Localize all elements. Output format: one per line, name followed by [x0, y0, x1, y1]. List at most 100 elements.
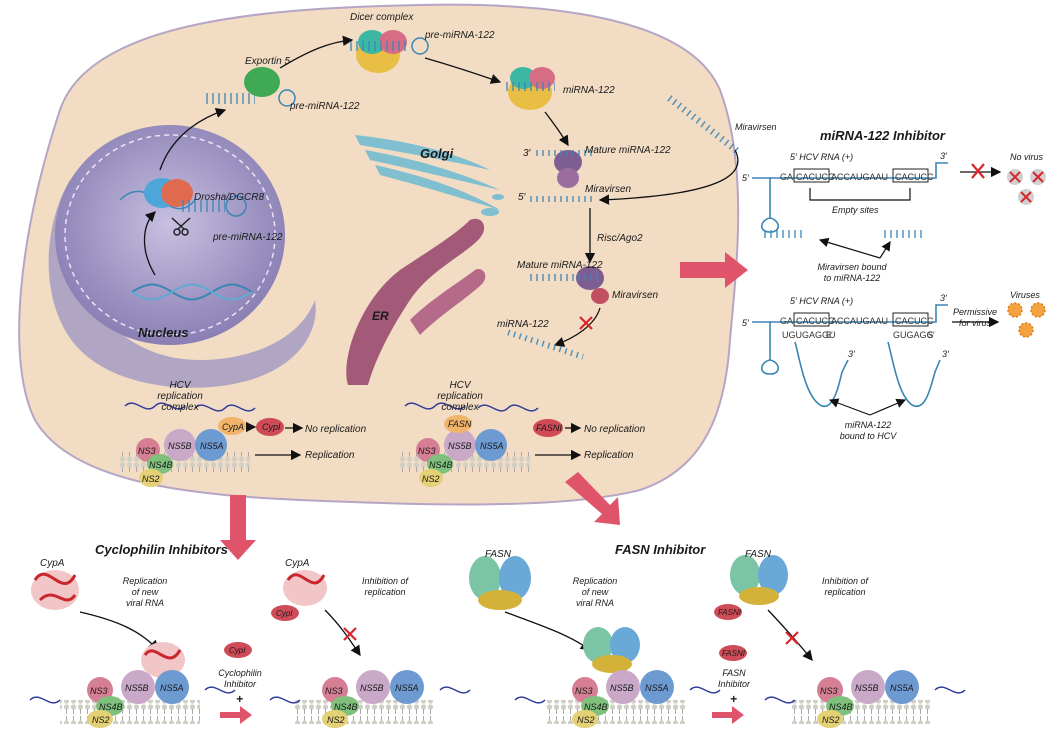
label-mirna-122: miRNA-122	[563, 85, 615, 96]
label-pre-mirna-left: pre-miRNA-122	[289, 101, 360, 112]
cypa-protein-1	[31, 570, 79, 610]
label-fasni-b2: FASNI	[718, 608, 742, 617]
seq-bound-left: UGUGAGGU	[782, 330, 836, 340]
label-ns2-b3: NS2	[577, 715, 595, 725]
seq-ga-1: GA	[780, 172, 793, 182]
scissors-icon	[171, 217, 191, 236]
label-ns5a-b3: NS5A	[645, 683, 669, 693]
dna-helix	[131, 283, 253, 301]
label-fasn: FASN	[448, 419, 472, 429]
label-risc: Risc/Ago2	[597, 233, 643, 244]
label-hcv-rna-2: 5′ HCV RNA (+)	[790, 296, 853, 306]
label-ns4b-b2: NS4B	[334, 702, 358, 712]
arrow-export-to-dicer	[279, 35, 354, 69]
fasn-protein-3	[730, 555, 788, 605]
seq-site1-2: CACUCC	[796, 316, 835, 326]
label-ns2-r: NS2	[422, 474, 440, 484]
cypi-pill-2	[271, 605, 299, 621]
arrow-miravirsen-in	[598, 149, 739, 205]
fasni-pill-2	[714, 604, 742, 620]
block-x-icon	[579, 316, 593, 330]
label-miravirsen-bound: Miravirsen	[612, 290, 659, 301]
label-ns4b-b1: NS4B	[99, 702, 123, 712]
label-mirna-released: miRNA-122	[497, 319, 549, 330]
cypi-pill-bottom	[224, 642, 252, 658]
arrow-mirna-to-mature	[544, 111, 569, 147]
ns-complex-bottom-1	[29, 670, 236, 728]
pink-arrow-right	[680, 252, 748, 288]
pink-arrow-down-left	[220, 495, 256, 560]
label-nucleus: Nucleus	[138, 325, 189, 340]
dicer-complex	[350, 30, 429, 73]
label-cypi: CypI	[262, 422, 281, 432]
ago-mature	[532, 150, 592, 188]
cyclo-title: Cyclophilin Inhibitors	[95, 542, 228, 557]
er-organelle	[346, 218, 486, 385]
label-ns5a-b4: NS5A	[890, 683, 914, 693]
arrow-inhibit-fasn	[767, 609, 813, 662]
pink-arrow-down-right	[565, 472, 620, 525]
seq-site2-1: CACUCC	[895, 172, 934, 182]
label-empty-sites: Empty sites	[832, 205, 879, 215]
label-pre-mirna-nuc: pre-miRNA-122	[212, 232, 283, 243]
seq-ga-2: GA	[780, 316, 793, 326]
label-five-2: 5′	[742, 318, 749, 328]
label-ns5a-b2: NS5A	[395, 683, 419, 693]
label-ns5b-l: NS5B	[168, 441, 192, 451]
seq-mid-2: ACCAUGAAU	[831, 316, 888, 326]
label-ns5a-r: NS5A	[480, 441, 504, 451]
label-ns4b-b3: NS4B	[584, 702, 608, 712]
label-ns3-l: NS3	[138, 446, 156, 456]
arrow-drosha-to-export	[159, 107, 227, 171]
arrow-fasn-to-ns	[504, 611, 592, 651]
label-ns2-b2: NS2	[327, 715, 345, 725]
seq-bound-right: GUGAGG	[893, 330, 934, 340]
label-ns5b-b4: NS5B	[855, 683, 879, 693]
label-five-prime: 5′	[518, 192, 527, 203]
seq-site2-2: CACUCC	[895, 316, 934, 326]
label-miravirsen-free: Miravirsen	[735, 122, 777, 132]
block-x-cyclo	[343, 627, 357, 641]
label-ns5b-b2: NS5B	[360, 683, 384, 693]
ns-complex-bottom-2	[269, 670, 471, 728]
miravirsen-free	[665, 93, 741, 155]
ns-complex-bottom-4	[764, 670, 966, 728]
small-pink-arrow-1	[220, 706, 252, 724]
cypa-protein-2	[141, 642, 185, 678]
label-miravirsen-strand: Miravirsen	[585, 184, 632, 195]
label-golgi: Golgi	[420, 146, 454, 161]
label-ns2-l: NS2	[142, 474, 160, 484]
label-ns5a-b1: NS5A	[160, 683, 184, 693]
label-ns4b-r: NS4B	[429, 460, 453, 470]
small-pink-arrow-2	[712, 706, 744, 724]
label-three-bound-1: 3′	[848, 349, 855, 359]
label-cypa-b1: CypA	[40, 558, 65, 569]
label-no-replication-r: No replication	[584, 424, 646, 435]
er-membrane-left	[48, 180, 316, 388]
label-pre-mirna-top: pre-miRNA-122	[424, 30, 495, 41]
hcv-complex-left	[120, 402, 284, 487]
label-ns3-b3: NS3	[575, 686, 593, 696]
dead-virus-icons	[1007, 169, 1046, 205]
label-cypi-b2: CypI	[276, 609, 293, 618]
drosha-complex	[119, 178, 247, 217]
label-mature-bottom: Mature miRNA-122	[517, 260, 603, 271]
cypa-protein-3	[283, 570, 327, 606]
label-replication-r: Replication	[584, 450, 634, 461]
miravirsen-strand	[528, 196, 594, 202]
mirna-inhibitor-title: miRNA-122 Inhibitor	[820, 128, 946, 143]
mirna-released-strand	[505, 329, 584, 360]
label-no-virus: No virus	[1010, 152, 1044, 162]
seq-mid-1: ACCAUGAAU	[831, 172, 888, 182]
label-ns4b-b4: NS4B	[829, 702, 853, 712]
label-three-1: 3′	[940, 151, 947, 161]
label-dicer: Dicer complex	[350, 12, 414, 23]
